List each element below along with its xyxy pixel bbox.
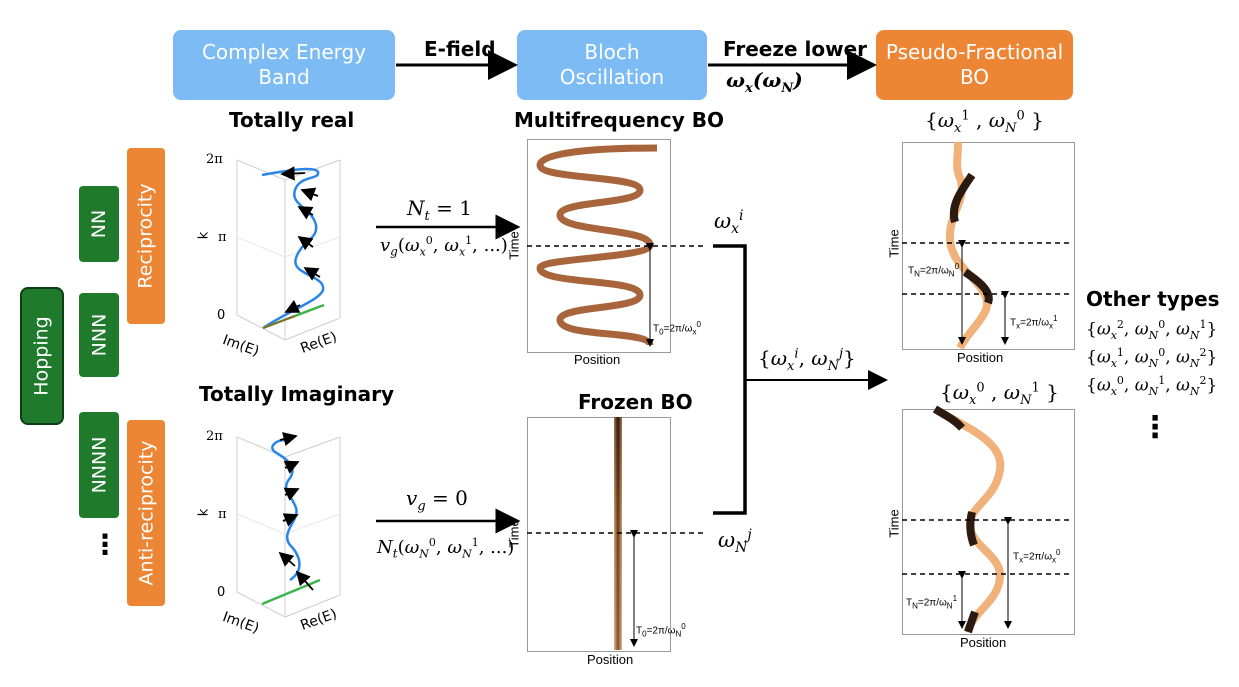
band-top-tick-2pi: 2π: [206, 152, 223, 167]
nnn-box: NNN: [79, 293, 119, 377]
band-top-axis-k: k: [196, 231, 212, 240]
e-field-label: E-field: [424, 37, 496, 61]
pf-top-tn: TN=2π/ωN0: [908, 262, 960, 279]
frozen-bo-panel: [527, 417, 671, 652]
pf-bottom-title: {ωx0 , ωN1 }: [940, 380, 1059, 408]
merge-bracket: [713, 244, 747, 515]
other-type-2: {ωx1, ωN0, ωN2}: [1086, 346, 1218, 371]
anti-reciprocity-box: Anti-reciprocity: [127, 420, 165, 606]
merge-combined: {ωxi, ωNj}: [758, 346, 856, 374]
frozen-bo-title: Frozen BO: [578, 390, 693, 414]
pf-top-panel: [902, 142, 1075, 350]
nnnn-box: NNNN: [79, 412, 119, 518]
pf-bottom-tx: Tx=2π/ωx0: [1013, 548, 1061, 565]
band-bottom-box: [236, 436, 341, 618]
freeze-lower-sub-label: ωx(ωN): [726, 68, 803, 96]
complex-energy-band-label: Complex Energy Band: [201, 40, 367, 89]
pf-top-ylabel: Time: [886, 229, 902, 258]
merge-omega-x: ωxi: [714, 208, 744, 238]
reciprocity-box: Reciprocity: [127, 148, 165, 324]
other-types-title: Other types: [1086, 287, 1220, 311]
multifrequency-bo-title: Multifrequency BO: [514, 108, 724, 132]
bo-bottom-ylabel: Time: [506, 519, 522, 548]
hopping-box: Hopping: [20, 287, 64, 425]
nn-box: NN: [79, 186, 119, 262]
bo-bottom-period: T0=2π/ωN0: [636, 622, 686, 639]
bo-top-xlabel: Position: [574, 352, 621, 367]
band-top-arrows: [280, 166, 321, 313]
other-type-3: {ωx0, ωN1, ωN2}: [1086, 374, 1218, 399]
top-arrow-vg: vg(ωx0, ωx1, ...): [380, 234, 508, 259]
pf-top-wave: [945, 141, 992, 350]
other-types-dots: ⋮: [1140, 410, 1170, 445]
pseudo-fractional-bo-label: Pseudo-Fractional BO: [885, 40, 1064, 89]
pf-top-xlabel: Position: [957, 350, 1004, 365]
totally-imaginary-title: Totally Imaginary: [199, 382, 395, 406]
band-bottom-tick-2pi: 2π: [206, 429, 223, 444]
band-bottom-axis-k: k: [196, 508, 212, 517]
bottom-arrow-nt: Nt(ωN0, ωN1, ...): [377, 536, 515, 561]
bloch-oscillation-box: Bloch Oscillation: [517, 30, 707, 100]
top-arrow-nt: Nt = 1: [407, 196, 472, 224]
other-type-1: {ωx2, ωN0, ωN1}: [1086, 318, 1218, 343]
pf-top-tx: Tx=2π/ωx1: [1010, 314, 1058, 331]
band-top-curve: [261, 167, 325, 330]
totally-real-title: Totally real: [229, 108, 355, 132]
pf-bottom-ylabel: Time: [886, 509, 902, 538]
pf-bottom-xlabel: Position: [960, 635, 1007, 650]
bo-top-ylabel: Time: [506, 231, 522, 260]
complex-energy-band-box: Complex Energy Band: [173, 30, 395, 100]
freeze-lower-label: Freeze lower: [723, 37, 868, 61]
bloch-oscillation-label: Bloch Oscillation: [559, 40, 665, 89]
band-top-tick-0: 0: [217, 308, 226, 323]
merge-omega-n: ωNj: [718, 527, 752, 557]
band-bottom-tick-pi: π: [218, 507, 227, 522]
band-bottom-tick-0: 0: [217, 585, 226, 600]
pf-bottom-tn: TN=2π/ωN1: [906, 594, 958, 611]
bo-bottom-xlabel: Position: [587, 652, 634, 667]
band-bottom-arrows: [278, 432, 314, 591]
hopping-more-dots: ⋮: [91, 528, 119, 561]
band-top-tick-pi: π: [218, 230, 227, 245]
band-bottom-green: [261, 578, 321, 606]
bottom-arrow-vg: vg = 0: [406, 486, 468, 514]
bo-top-period: T0=2π/ωx0: [653, 320, 701, 337]
pf-top-title: {ωx1 , ωN0 }: [925, 108, 1044, 136]
pseudo-fractional-bo-box: Pseudo-Fractional BO: [876, 30, 1073, 100]
